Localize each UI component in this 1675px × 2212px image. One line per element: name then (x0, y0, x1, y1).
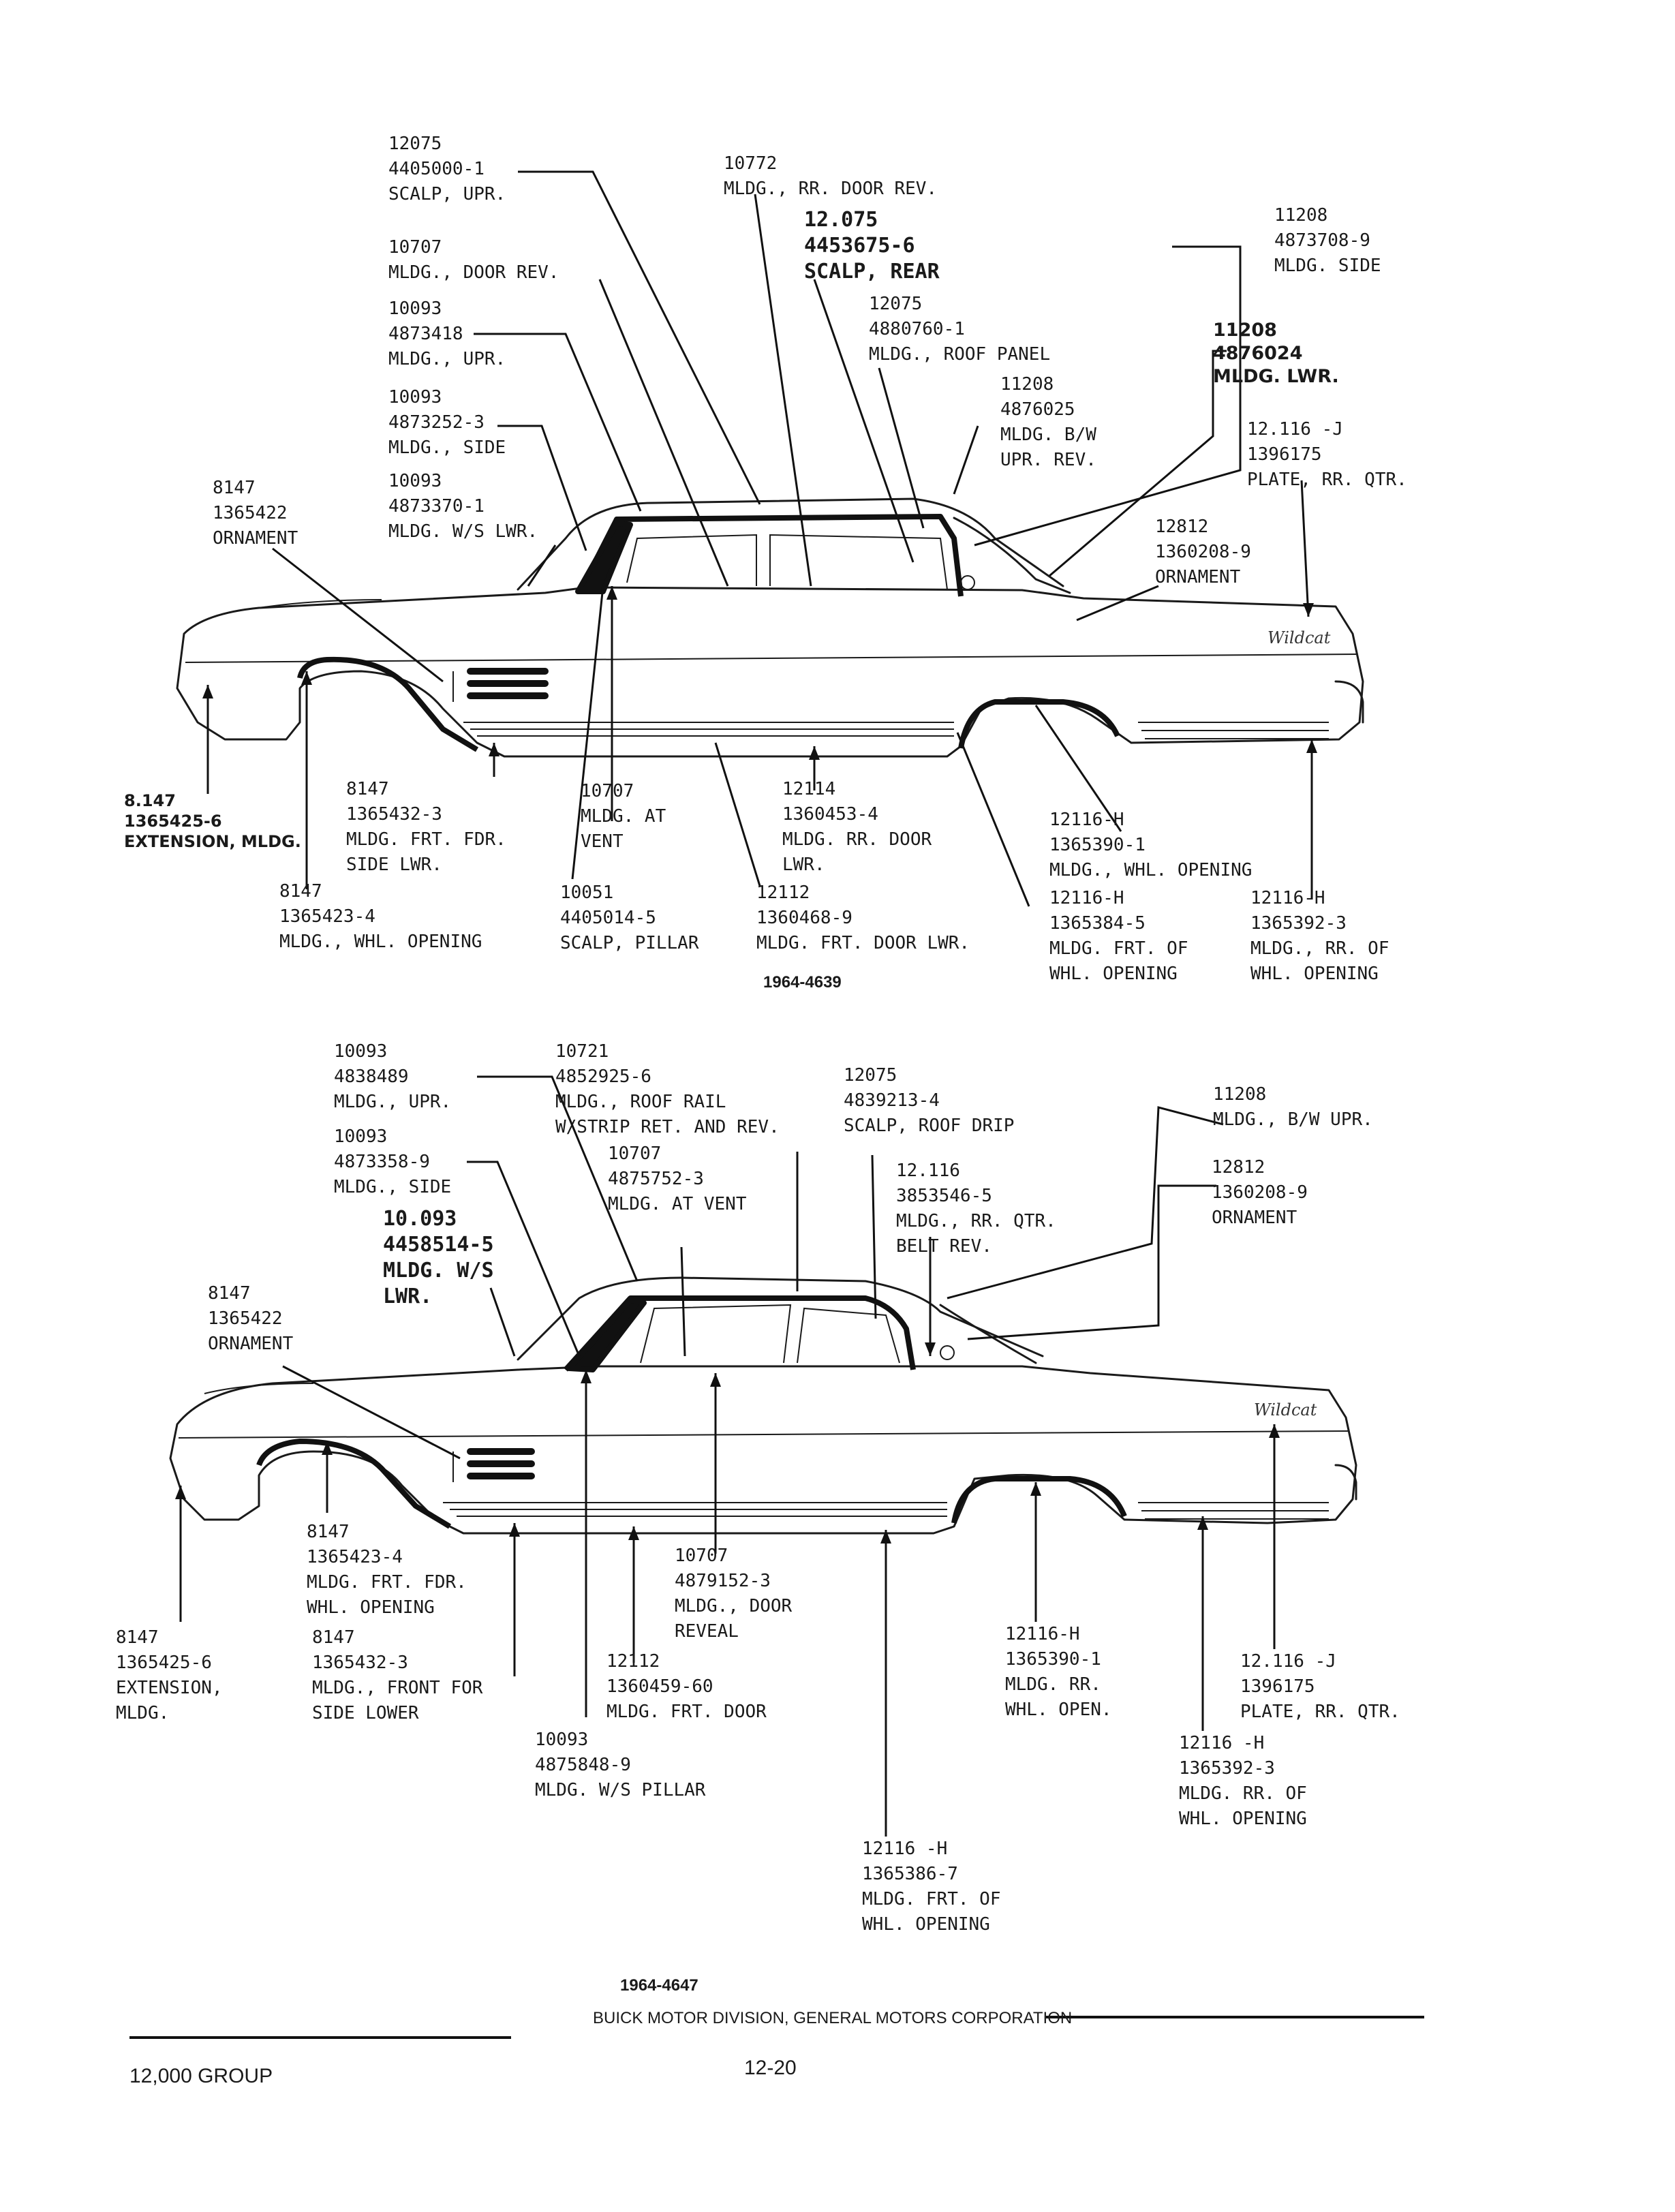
callout-ornament-12812: 12812 1360208-9 ORNAMENT (1155, 517, 1251, 587)
portholes-ornament-top (452, 668, 549, 702)
callout-b-ornament-8147: 8147 1365422 ORNAMENT (208, 1283, 294, 1354)
leaders-bottom (175, 1075, 1280, 1837)
callout-b-front-side-lower: 8147 1365432-3 MLDG., FRONT FOR SIDE LOW… (312, 1627, 483, 1723)
callout-roof-panel: 12075 4880760-1 MLDG., ROOF PANEL (869, 294, 1051, 365)
callout-b-roof-rail: 10721 4852925-6 MLDG., ROOF RAIL W/STRIP… (555, 1041, 780, 1137)
callout-b-frt-fdr-whl-opening: 8147 1365423-4 MLDG. FRT. FDR. WHL. OPEN… (307, 1522, 467, 1618)
callout-b-door-reveal: 10707 4879152-3 MLDG., DOOR REVEAL (675, 1546, 793, 1642)
wildcat-script-top: Wildcat (1267, 628, 1331, 647)
callout-whl-opening-8147: 8147 1365423-4 MLDG., WHL. OPENING (279, 881, 482, 952)
page-number: 12-20 (744, 2057, 797, 2079)
callout-frt-door-lwr: 12112 1360468-9 MLDG. FRT. DOOR LWR. (756, 882, 970, 953)
callout-door-rev: 10707 MLDG., DOOR REV. (388, 237, 559, 283)
publisher-line: BUICK MOTOR DIVISION, GENERAL MOTORS COR… (593, 2009, 1073, 2027)
callout-mldg-side-10093: 10093 4873252-3 MLDG., SIDE (388, 387, 506, 458)
callout-plate-rr-qtr: 12.116 -J 1396175 PLATE, RR. QTR. (1247, 419, 1407, 490)
callout-ws-lwr: 10093 4873370-1 MLDG. W/S LWR. (388, 471, 538, 542)
car-bottom-body (169, 1276, 1357, 1535)
callout-rr-door-rev: 10772 MLDG., RR. DOOR REV. (724, 153, 938, 199)
callout-ornament-8147: 8147 1365422 ORNAMENT (213, 478, 298, 549)
callout-scalp-upr: 12075 4405000-1 SCALP, UPR. (388, 134, 506, 204)
callout-b-rr-of-whl-opening: 12116 -H 1365392-3 MLDG. RR. OF WHL. OPE… (1179, 1733, 1307, 1829)
callout-bw-upr-rev: 11208 4876025 MLDG. B/W UPR. REV. (1000, 374, 1096, 470)
callout-frt-fdr-side-lwr: 8147 1365432-3 MLDG. FRT. FDR. SIDE LWR. (346, 779, 506, 875)
callout-b-ornament-12812: 12812 1360208-9 ORNAMENT (1212, 1157, 1308, 1228)
callout-frt-of-whl-opening: 12116-H 1365384-5 MLDG. FRT. OF WHL. OPE… (1049, 888, 1188, 984)
leaders-top (202, 170, 1317, 907)
group-label: 12,000 GROUP (129, 2065, 273, 2087)
callout-b-mldg-upr: 10093 4838489 MLDG., UPR. (334, 1041, 452, 1112)
car-top-body (176, 497, 1364, 758)
callout-extension-mldg: 8.147 1365425-6 EXTENSION, MLDG. (124, 791, 301, 851)
callout-b-ws-pillar: 10093 4875848-9 MLDG. W/S PILLAR (535, 1730, 706, 1800)
callout-b-frt-door: 12112 1360459-60 MLDG. FRT. DOOR (606, 1651, 767, 1722)
callout-mldg-upr: 10093 4873418 MLDG., UPR. (388, 298, 506, 369)
callout-whl-opening-12116: 12116-H 1365390-1 MLDG., WHL. OPENING (1049, 810, 1253, 880)
callout-b-mldg-at-vent: 10707 4875752-3 MLDG. AT VENT (608, 1143, 747, 1214)
callout-scalp-pillar: 10051 4405014-5 SCALP, PILLAR (560, 882, 699, 953)
callout-b-mldg-side: 10093 4873358-9 MLDG., SIDE (334, 1126, 452, 1197)
callout-b-ws-lwr: 10.093 4458514-5 MLDG. W/S LWR. (383, 1207, 494, 1308)
callout-scalp-rear: 12.075 4453675-6 SCALP, REAR (804, 208, 940, 283)
callout-rr-of-whl-opening: 12116-H 1365392-3 MLDG., RR. OF WHL. OPE… (1250, 888, 1389, 984)
portholes-ornament-bottom (452, 1448, 535, 1482)
callout-b-rr-whl-open: 12116-H 1365390-1 MLDG. RR. WHL. OPEN. (1005, 1624, 1112, 1720)
callout-b-plate-rr-qtr: 12.116 -J 1396175 PLATE, RR. QTR. (1240, 1651, 1400, 1722)
callout-mldg-at-vent: 10707 MLDG. AT VENT (581, 781, 666, 852)
figure-number-bottom: 1964-4647 (620, 1976, 698, 1995)
callout-b-scalp-roof-drip: 12075 4839213-4 SCALP, ROOF DRIP (844, 1065, 1015, 1136)
callout-b-rr-qtr-belt-rev: 12.116 3853546-5 MLDG., RR. QTR. BELT RE… (896, 1161, 1056, 1257)
callout-b-frt-of-whl-opening: 12116 -H 1365386-7 MLDG. FRT. OF WHL. OP… (862, 1839, 1001, 1935)
callout-mldg-lwr: 11208 4876024 MLDG. LWR. (1213, 320, 1339, 387)
callout-mldg-side-11208: 11208 4873708-9 MLDG. SIDE (1274, 205, 1381, 276)
callout-rr-door-lwr: 12114 1360453-4 MLDG. RR. DOOR LWR. (782, 779, 932, 875)
figure-number-top: 1964-4639 (763, 973, 842, 992)
callout-b-bw-upr: 11208 MLDG., B/W UPR. (1213, 1084, 1373, 1130)
callout-b-extension-mldg: 8147 1365425-6 EXTENSION, MLDG. (116, 1627, 223, 1723)
wildcat-script-bottom: Wildcat (1254, 1400, 1317, 1419)
